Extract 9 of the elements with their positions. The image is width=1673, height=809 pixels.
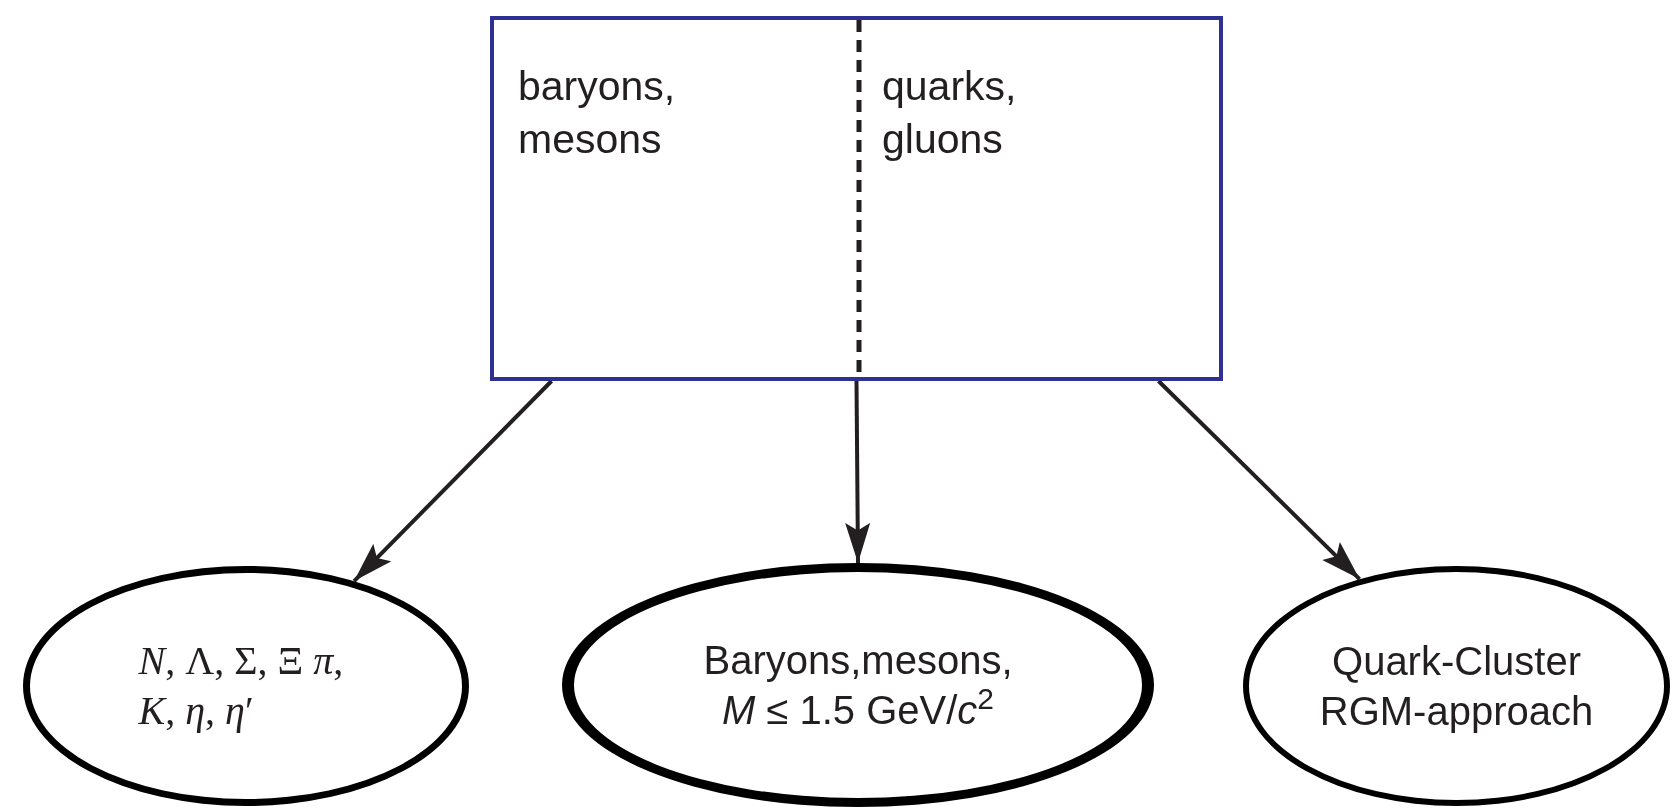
arrow bbox=[352, 379, 553, 583]
process-box bbox=[490, 16, 1223, 381]
arrow bbox=[845, 381, 871, 563]
node-label: Baryons,mesons, M ≤ 1.5 GeV/c$^{2}$ bbox=[702, 637, 1014, 734]
node-label: N, Λ, Σ, Ξ π, K, η, η′ bbox=[138, 637, 345, 735]
node-label: Quark-Cluster RGM-approach bbox=[1318, 638, 1595, 735]
box-label: quarks, gluons bbox=[882, 62, 1018, 165]
arrow bbox=[1157, 379, 1361, 581]
box-label: baryons, mesons bbox=[518, 62, 677, 165]
